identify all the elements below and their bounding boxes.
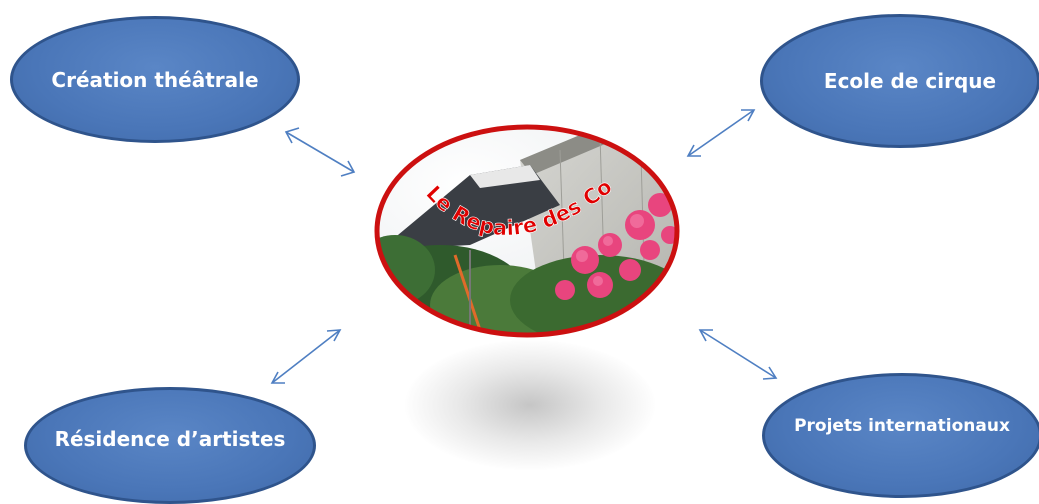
node-residence-label: Résidence d’artistes	[55, 427, 286, 451]
diagram-canvas: Le Repaire des Contraires Création théât…	[0, 0, 1039, 491]
node-projets-label: Projets internationaux	[794, 416, 1010, 436]
node-residence-artistes: Résidence d’artistes	[24, 387, 316, 504]
node-ecole-de-cirque: Ecole de cirque	[760, 14, 1039, 148]
node-projets-internationaux: Projets internationaux	[762, 373, 1039, 498]
arrow-residence	[272, 330, 340, 383]
node-creation-theatrale: Création théâtrale	[10, 16, 300, 143]
arrow-ecole	[688, 110, 754, 156]
arrow-projets	[700, 330, 776, 379]
node-ecole-label: Ecole de cirque	[824, 69, 996, 93]
node-creation-label: Création théâtrale	[51, 68, 258, 92]
arrow-creation	[286, 128, 354, 176]
